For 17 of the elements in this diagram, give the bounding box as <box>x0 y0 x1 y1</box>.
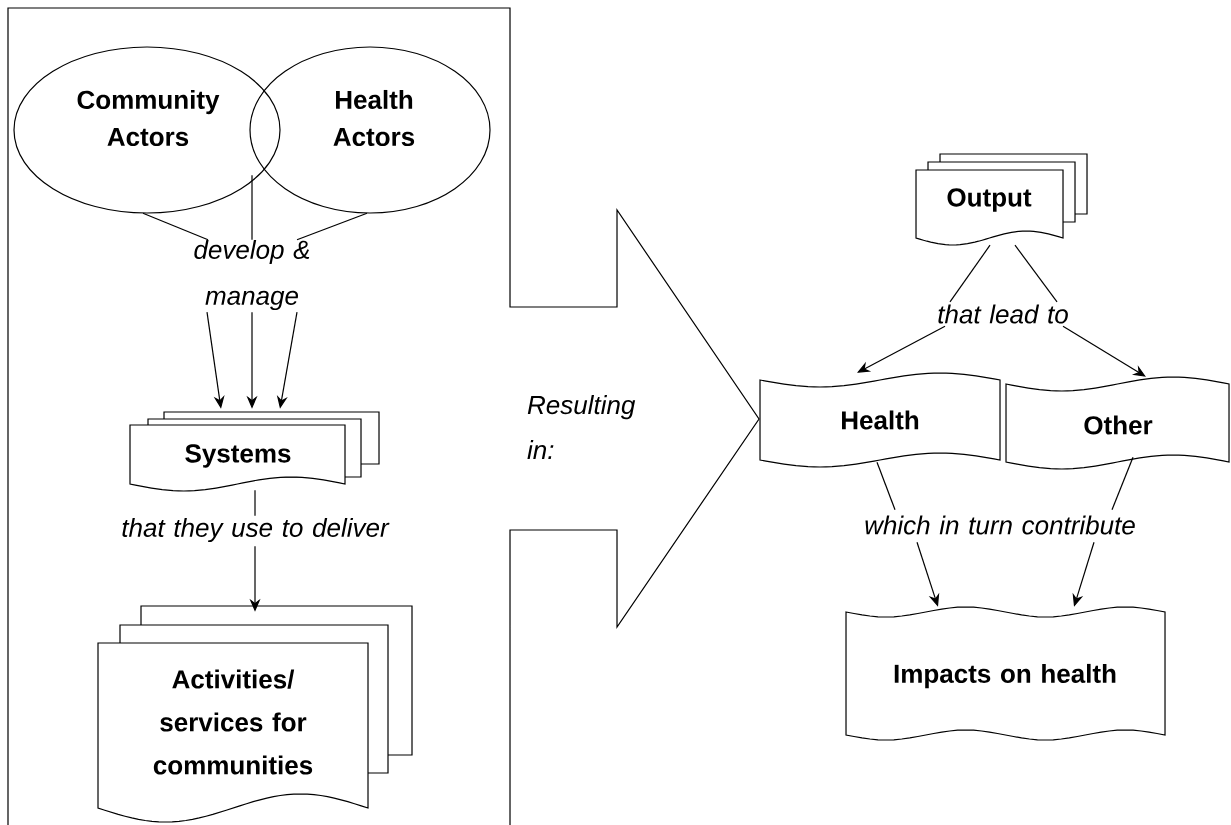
document-stack: Systems <box>129 411 380 492</box>
connector-line <box>254 489 256 517</box>
connector-line <box>949 244 991 303</box>
connector-line <box>1111 456 1134 511</box>
arrow <box>857 325 946 373</box>
arrow <box>1062 325 1146 377</box>
flow-text: develop & manage <box>194 239 310 311</box>
flow-text: which in turn contribute <box>865 515 1135 535</box>
flow-text: that they use to deliver <box>122 517 390 543</box>
document-stack: Output <box>915 153 1088 246</box>
document-stack: Activities/ services for communities <box>97 605 413 823</box>
connector-line <box>1014 244 1058 303</box>
connector-line <box>142 212 209 241</box>
connector-line <box>876 461 896 511</box>
flow-text: that lead to <box>938 304 1068 324</box>
connector-line <box>296 212 368 241</box>
connector-line <box>251 174 253 241</box>
